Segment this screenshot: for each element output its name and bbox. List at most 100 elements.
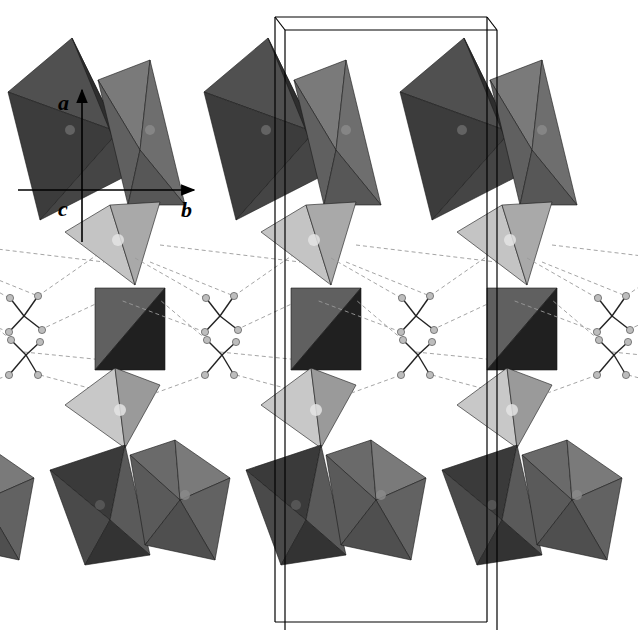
polyhedron-face: [95, 288, 165, 370]
polyhedron-face: [115, 368, 160, 448]
axis-label: a: [58, 92, 69, 114]
hydrogen-bond: [24, 352, 104, 360]
polyhedron-face: [85, 520, 150, 565]
axis-arrow: [18, 189, 194, 191]
cation-molecule: [201, 292, 241, 335]
cation-molecule: [5, 336, 43, 378]
polyhedron-face: [281, 520, 346, 565]
atom: [428, 338, 435, 345]
metal-atom: [506, 404, 518, 416]
polyhedron-face: [311, 368, 356, 448]
hydrogen-bond: [40, 300, 104, 330]
structure-unit: [400, 38, 638, 565]
polyhedron-face: [341, 500, 411, 560]
cell-edge: [275, 16, 487, 17]
hydrogen-bond: [0, 300, 9, 332]
hydrogen-bond: [38, 250, 104, 296]
polyhedron-face: [520, 150, 577, 205]
polyhedron-face: [537, 500, 607, 560]
hydrogen-bond: [160, 300, 207, 340]
cell-edge: [275, 17, 285, 30]
metal-atom: [65, 125, 75, 135]
axis-label: b: [181, 199, 192, 221]
hydrogen-bond: [552, 245, 638, 262]
polyhedron-face: [502, 202, 552, 285]
atom: [203, 336, 210, 343]
metal-atom: [310, 404, 322, 416]
polyhedron-face: [95, 288, 165, 370]
atom: [624, 338, 631, 345]
hydrogen-bond: [120, 300, 205, 332]
metal-atom: [572, 490, 582, 500]
axis-label: c: [58, 198, 68, 220]
hydrogen-bond: [150, 262, 234, 296]
metal-atom: [95, 500, 105, 510]
atom: [594, 294, 601, 301]
atom: [426, 371, 433, 378]
atom: [201, 328, 208, 335]
atom: [397, 328, 404, 335]
atom: [202, 294, 209, 301]
cation-molecule: [397, 292, 437, 335]
atom: [7, 336, 14, 343]
hydrogen-bond: [356, 300, 403, 340]
polyhedron-face: [128, 150, 185, 205]
hydrogen-bond: [542, 375, 597, 395]
atom: [5, 371, 12, 378]
polyhedron-face: [291, 288, 361, 370]
atom: [36, 338, 43, 345]
cell-edge: [275, 621, 487, 622]
hydrogen-bond: [135, 258, 205, 298]
hydrogen-bond: [542, 262, 626, 296]
cation-molecule: [593, 292, 633, 335]
hydrogen-bond: [430, 250, 496, 296]
polyhedron-face: [145, 500, 215, 560]
axis-arrow: [81, 90, 83, 242]
cation-molecule: [201, 336, 239, 378]
polyhedron-face: [306, 202, 356, 285]
hydrogen-bond: [316, 300, 401, 332]
atom: [34, 371, 41, 378]
atom: [593, 328, 600, 335]
atom: [622, 371, 629, 378]
metal-atom: [114, 404, 126, 416]
atom: [38, 326, 45, 333]
hydrogen-bond: [527, 258, 597, 298]
metal-atom: [308, 234, 320, 246]
hydrogen-bond: [416, 352, 496, 360]
atom: [399, 336, 406, 343]
metal-atom: [112, 234, 124, 246]
metal-atom: [145, 125, 155, 135]
polyhedron-face: [291, 288, 361, 370]
cation-molecule: [593, 336, 631, 378]
hydrogen-bond: [234, 250, 300, 296]
cation-molecule: [5, 292, 45, 335]
atom: [622, 292, 629, 299]
hydrogen-bond: [346, 262, 430, 296]
atom: [234, 326, 241, 333]
metal-atom: [376, 490, 386, 500]
hydrogen-bond: [626, 250, 638, 296]
hydrogen-bond: [0, 258, 9, 298]
cell-edge: [285, 29, 497, 30]
polyhedron-face: [110, 202, 160, 285]
atom: [230, 292, 237, 299]
hydrogen-bond: [160, 245, 300, 262]
metal-atom: [180, 490, 190, 500]
cation-molecule: [397, 336, 435, 378]
hydrogen-bond: [150, 375, 205, 395]
polyhedron-face: [65, 368, 125, 448]
hydrogen-bond: [331, 258, 401, 298]
polyhedron-face: [324, 150, 381, 205]
unit-cell: [275, 17, 497, 630]
metal-atom: [291, 500, 301, 510]
axis-symbol: [18, 90, 194, 242]
polyhedron-face: [507, 368, 552, 448]
cell-edge: [274, 17, 275, 622]
cell-edge: [486, 17, 487, 622]
hydrogen-bond: [552, 300, 599, 340]
atom: [201, 371, 208, 378]
atom: [426, 292, 433, 299]
metal-atom: [504, 234, 516, 246]
